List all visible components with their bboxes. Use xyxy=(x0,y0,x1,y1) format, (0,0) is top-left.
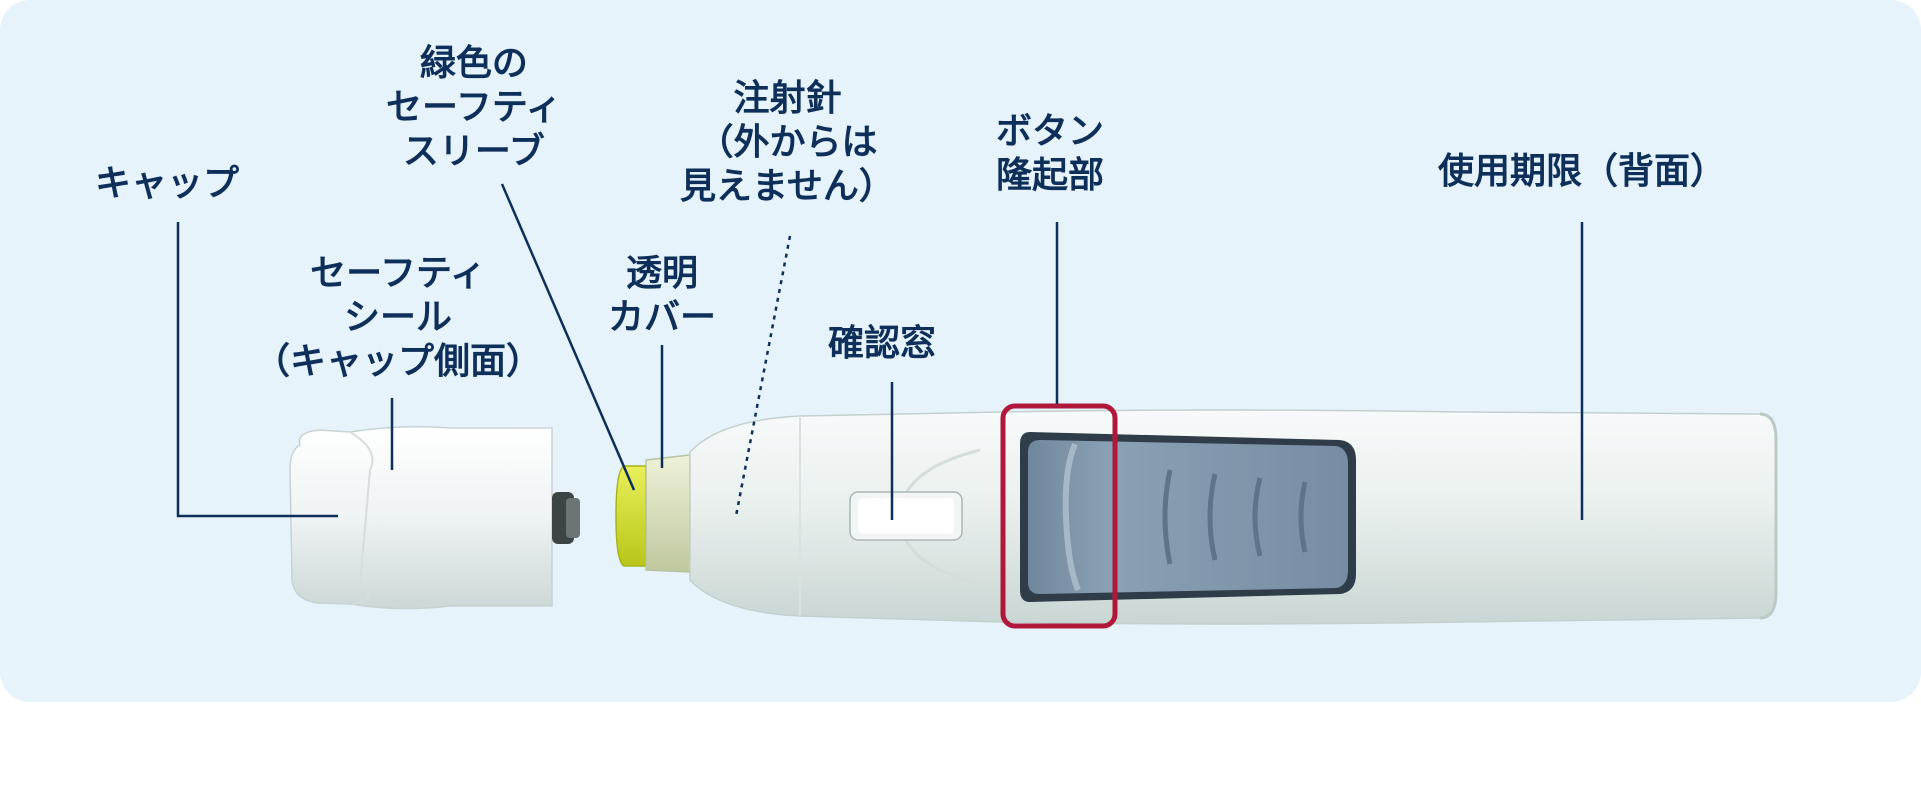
button-part xyxy=(1020,432,1356,602)
inspection-window xyxy=(850,492,962,540)
cap-part xyxy=(290,427,580,609)
label-green-safety-sleeve: 緑色の セーフティ スリーブ xyxy=(386,42,562,174)
label-cap: キャップ xyxy=(95,162,239,206)
injector-body xyxy=(690,410,1776,624)
label-needle: 注射針 （外からは 見えません） xyxy=(680,77,895,209)
label-expiry-date: 使用期限（背面） xyxy=(1438,150,1726,194)
label-inspection-window: 確認窓 xyxy=(828,322,936,366)
label-button-ridge: ボタン 隆起部 xyxy=(996,110,1104,198)
clear-cover-part xyxy=(646,455,690,572)
label-safety-seal: セーフティ シール （キャップ側面） xyxy=(254,252,542,384)
label-clear-cover: 透明 カバー xyxy=(608,252,716,340)
